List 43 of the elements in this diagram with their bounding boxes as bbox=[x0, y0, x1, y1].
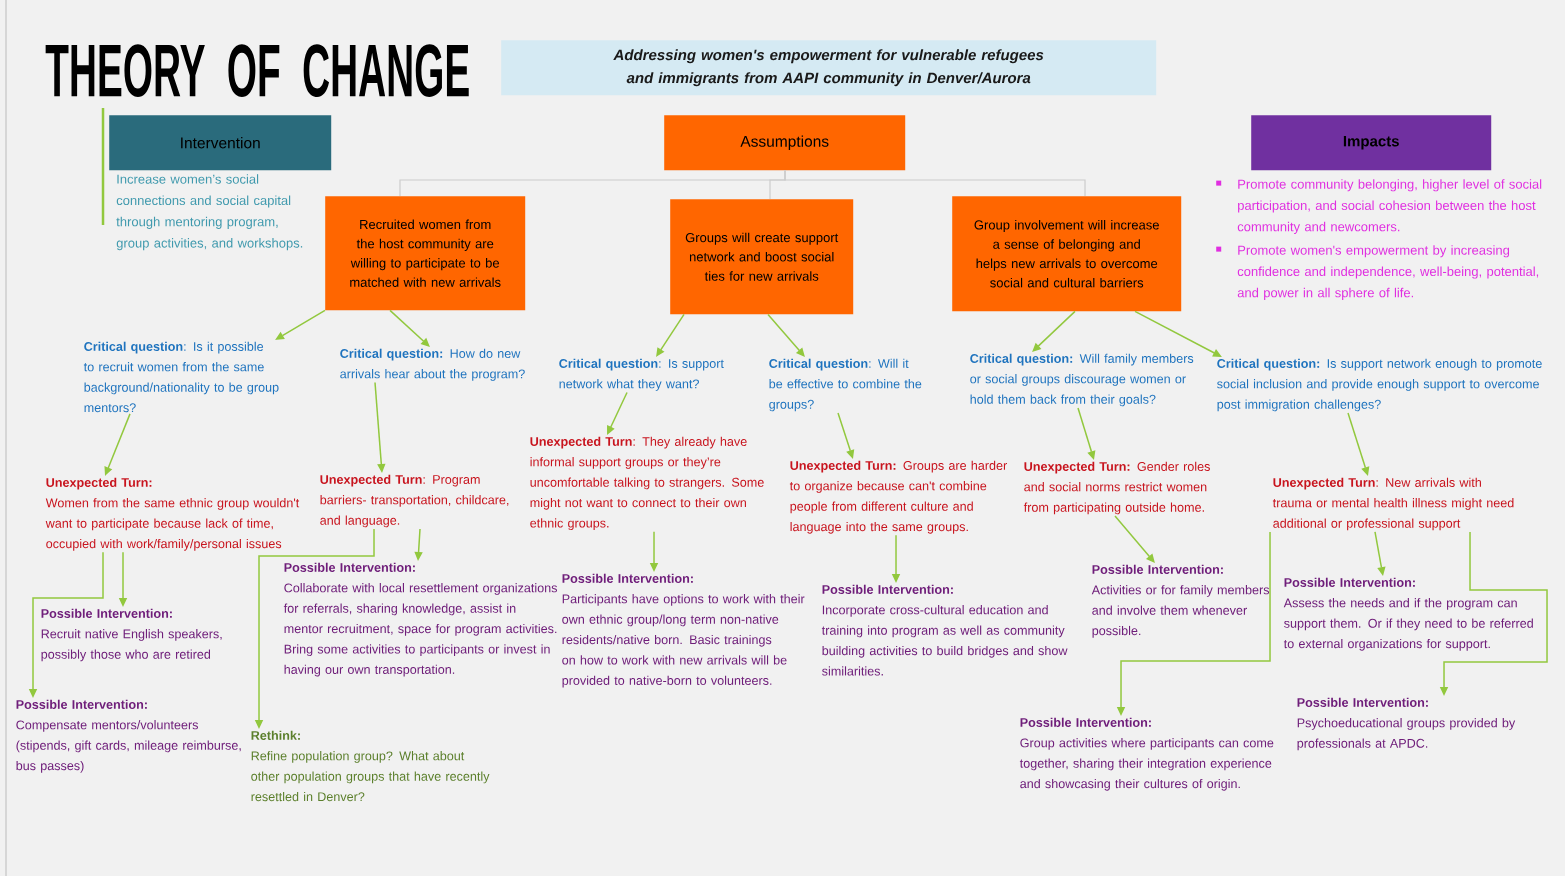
possible-intervention: Possible Intervention: Activities or for family members and involve them whenever possible. bbox=[1091, 564, 1270, 638]
unexpected-turn: Unexpected Turn: Groups are harder to organize because can't combine people from different culture and language into the same groups. bbox=[789, 460, 1007, 534]
arrow bbox=[607, 391, 628, 435]
arrow bbox=[656, 313, 685, 357]
critical-question: Critical question: Is support network what they want? bbox=[559, 358, 724, 391]
possible-intervention: Possible Intervention: Group activities where participants can come together, sharing their integration experience and showcasing their cultures of origin. bbox=[1019, 717, 1274, 791]
arrow bbox=[104, 413, 131, 476]
bullet-item: Promote women's empowerment by increasing confidence and independence, well-being, potential, and power in all sphere of life. bbox=[1216, 245, 1539, 300]
assumption-box: Recruited women from the host community are willing to participate to be matched with new arrivals bbox=[325, 196, 526, 311]
description-text: Increase women’s social connections and social capital through mentoring program, group activities, and workshops. bbox=[116, 174, 303, 251]
unexpected-turn: Unexpected Turn: New arrivals with trauma or mental health illness might need additional or professional support bbox=[1272, 477, 1514, 531]
arrow bbox=[767, 313, 805, 357]
critical-question: Critical question: Will family members or social groups discourage women or hold them back from their goals? bbox=[970, 353, 1194, 407]
assumption-box: Groups will create support network and boost social ties for new arrivals bbox=[670, 199, 854, 315]
possible-intervention: Possible Intervention: Participants have options to work with their own ethnic group/long term non-native residents/native born. Basic trainings on how to work with new arrivals will be provided to native-born to volunteers. bbox=[562, 573, 805, 688]
unexpected-turn: Unexpected Turn: Program barriers- transportation, childcare, and language. bbox=[320, 474, 509, 528]
arrow bbox=[1114, 515, 1155, 563]
possible-intervention: Possible Intervention: Recruit native English speakers, possibly those who are retired bbox=[41, 608, 222, 662]
bullet-item: Promote community belonging, higher level of social participation, and social cohesion between the host community and newcomers. bbox=[1216, 179, 1542, 234]
unexpected-turn: Unexpected Turn: Women from the same ethnic group wouldn't want to participate because lack of time, occupied with work/family/personal issues bbox=[45, 477, 300, 551]
possible-intervention: Possible Intervention: Compensate mentors/volunteers (stipends, gift cards, mileage reimburse, bus passes) bbox=[16, 699, 241, 773]
header-box: Intervention bbox=[109, 115, 332, 171]
critical-question: Critical question: Is it possible to recruit women from the same background/nationality to be group mentors? bbox=[83, 341, 279, 413]
assumption-box: Group involvement will increase a sense of belonging and helps new arrivals to overcome social and cultural barriers bbox=[952, 196, 1182, 312]
arrow bbox=[389, 309, 430, 347]
possible-intervention: Possible Intervention: Incorporate cross-cultural education and training into program as well as community building activities to build bridges and show similarities. bbox=[821, 584, 1068, 676]
possible-intervention: Possible Intervention: Psychoeducational groups provided by professionals at APDC. bbox=[1297, 697, 1516, 751]
rethink-note: Rethink: Refine population group? What about other population groups that have recently resettled in Denver? bbox=[251, 730, 490, 802]
arrow bbox=[1032, 310, 1076, 352]
possible-intervention: Possible Intervention: Assess the needs and if the program can support them. Or if they need to be referred to external organizations for support. bbox=[1283, 577, 1533, 651]
possible-intervention: Possible Intervention: Collaborate with local resettlement organizations for referrals, sharing knowledge, assist in mentor recruitment, space for program activities. Bring some activities to participants or invest in having our own transportation. bbox=[283, 562, 558, 677]
header-box: Assumptions bbox=[664, 115, 906, 171]
unexpected-turn: Unexpected Turn: They already have informal support groups or they’re uncomfortable talking to strangers. Some might not want to connect to their own ethnic groups. bbox=[530, 436, 764, 531]
critical-question: Critical question: Is support network enough to promote social inclusion and provide enough support to overcome post immigration challenges? bbox=[1217, 358, 1542, 412]
critical-question: Critical question: Will it be effective to combine the groups? bbox=[769, 358, 922, 412]
arrow bbox=[275, 309, 326, 340]
connector-line bbox=[784, 169, 1086, 197]
header-box: Impacts bbox=[1251, 115, 1492, 171]
title: THEORY OF CHANGE bbox=[45, 44, 469, 97]
critical-question: Critical question: How do new arrivals hear about the program? bbox=[340, 348, 525, 381]
subtitle-banner: Addressing women's empowerment for vulnerable refugees and immigrants from AAPI community in Denver/Aurora bbox=[501, 40, 1157, 96]
arrow bbox=[1134, 310, 1222, 357]
unexpected-turn: Unexpected Turn: Gender roles and social norms restrict women from participating outside home. bbox=[1023, 461, 1210, 515]
